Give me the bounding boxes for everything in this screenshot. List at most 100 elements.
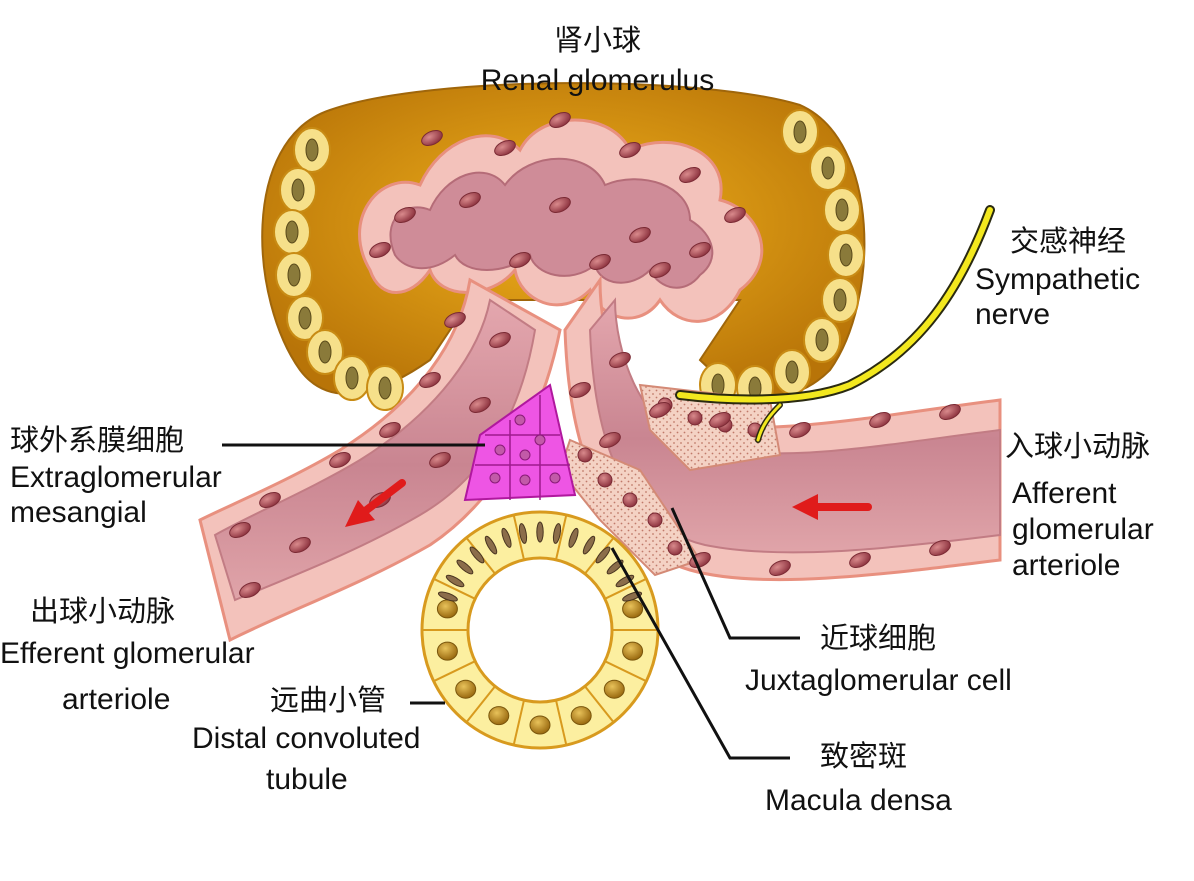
capsule-nucleus	[287, 263, 301, 287]
macula-densa-nucleus	[501, 527, 512, 548]
capsule-nucleus	[298, 306, 312, 330]
label-afferent-en-2: glomerular	[1012, 513, 1154, 546]
endothelial-nucleus	[769, 559, 791, 577]
capsule-nucleus	[291, 178, 305, 202]
endothelial-nucleus	[509, 251, 531, 269]
endothelial-nucleus	[789, 421, 811, 439]
endothelial-nucleus	[419, 371, 441, 389]
endothelial-nucleus	[689, 241, 711, 259]
endothelial-nucleus	[289, 536, 311, 554]
label-distal-tubule-zh: 远曲小管	[270, 683, 387, 717]
capsule-nucleus	[318, 340, 332, 364]
capsule-nucleus	[815, 328, 829, 352]
endothelial-nucleus	[259, 491, 281, 509]
endothelial-nucleus	[229, 521, 251, 539]
endothelial-nucleus	[429, 451, 451, 469]
endothelial-nucleus	[469, 396, 491, 414]
capsule-nucleus	[345, 366, 359, 390]
mesangial-nucleus	[519, 474, 531, 486]
label-afferent-en-3: arteriole	[1012, 549, 1121, 582]
tubule-cell-border	[465, 685, 496, 723]
endothelial-nucleus	[629, 226, 651, 244]
endothelial-nucleus	[589, 253, 611, 271]
mesangial-nucleus	[489, 472, 501, 484]
macula-densa-nucleus	[469, 546, 485, 564]
leader-line-macula-densa	[610, 547, 790, 760]
endothelial-nucleus	[869, 411, 891, 429]
endothelial-nucleus	[649, 401, 671, 419]
tubule-nucleus	[603, 679, 625, 699]
mesangial-nucleus	[534, 434, 546, 446]
capsule-nucleus	[285, 220, 299, 244]
label-efferent-en-1: Efferent glomerular	[0, 637, 255, 670]
endothelial-nucleus	[459, 191, 481, 209]
endothelial-nucleus	[329, 451, 351, 469]
endothelial-nucleus	[494, 139, 516, 157]
mesangial-nucleus	[514, 414, 526, 426]
endothelial-nucleus	[369, 241, 391, 259]
capsule-nucleus	[793, 120, 807, 144]
endothelial-nucleus	[549, 196, 571, 214]
endothelial-nucleus	[619, 141, 641, 159]
tubule-nucleus	[622, 599, 644, 619]
tubule-cell-border	[433, 660, 476, 683]
tubule-nucleus	[455, 679, 477, 699]
endothelial-nucleus	[649, 261, 671, 279]
capsule-nucleus	[839, 243, 853, 267]
tubule-cell-border	[512, 514, 525, 561]
mesangial-nucleus	[519, 449, 531, 461]
endothelial-nucleus	[929, 539, 951, 557]
label-mesangial-zh: 球外系膜细胞	[10, 423, 185, 457]
label-mesangial-en-2: mesangial	[10, 496, 147, 529]
label-distal-tubule-en-2: tubule	[266, 763, 348, 796]
label-afferent-zh: 入球小动脉	[1005, 429, 1151, 463]
tubule-cell-border	[512, 699, 525, 746]
tubule-nucleus	[622, 641, 644, 661]
tubule-nucleus	[436, 599, 458, 619]
juxtaglomerular-nucleus	[687, 410, 703, 426]
capsule-nucleus	[833, 288, 847, 312]
label-distal-tubule-en-1: Distal convoluted	[192, 722, 421, 755]
tubule-cell-border	[555, 699, 568, 746]
endothelial-nucleus	[939, 403, 961, 421]
capsule-nucleus	[835, 198, 849, 222]
label-juxtaglomerular-zh: 近球细胞	[820, 621, 937, 655]
macula-densa-nucleus	[568, 527, 579, 548]
label-afferent-en-1: Afferent	[1012, 477, 1117, 510]
capsule-nucleus	[305, 138, 319, 162]
capsule-nucleus	[785, 360, 799, 384]
juxtaglomerular-nucleus	[597, 472, 613, 488]
macula-densa-nucleus	[552, 523, 562, 544]
macula-densa-nucleus	[536, 521, 544, 543]
endothelial-nucleus	[394, 206, 416, 224]
extraglomerular-mesangial-cells	[463, 383, 577, 502]
juxtaglomerular-nucleus	[667, 540, 683, 556]
capsule-nucleus	[378, 376, 392, 400]
endothelial-nucleus	[849, 551, 871, 569]
label-sympathetic-nerve-zh: 交感神经	[1010, 224, 1127, 258]
endothelial-nucleus	[444, 311, 466, 329]
sympathetic-nerve	[675, 205, 995, 443]
label-macula-densa-en: Macula densa	[765, 784, 952, 817]
label-sympathetic-nerve-en-2: nerve	[975, 298, 1051, 331]
macula-densa-nucleus	[437, 591, 458, 602]
tubule-cell-border	[604, 577, 647, 600]
endothelial-nucleus	[549, 111, 571, 129]
macula-densa-nucleus	[445, 574, 465, 588]
macula-densa-nucleus	[582, 535, 596, 555]
label-macula-densa-zh: 致密斑	[820, 739, 908, 773]
flow-arrow-icon	[345, 479, 406, 527]
tubule-nucleus	[570, 706, 592, 726]
endothelial-nucleus	[421, 129, 443, 147]
tubule-cell-border	[584, 685, 615, 723]
tubule-cell-border	[604, 660, 647, 683]
tubule-cell-border	[433, 577, 476, 600]
label-efferent-en-2: arteriole	[62, 683, 171, 716]
distal-convoluted-tubule	[420, 510, 660, 750]
label-mesangial-en-1: Extraglomerular	[10, 461, 222, 494]
macula-densa-nucleus	[595, 546, 611, 564]
endothelial-nucleus	[609, 351, 631, 369]
mesangial-nucleus	[549, 472, 561, 484]
endothelial-nucleus	[679, 166, 701, 184]
